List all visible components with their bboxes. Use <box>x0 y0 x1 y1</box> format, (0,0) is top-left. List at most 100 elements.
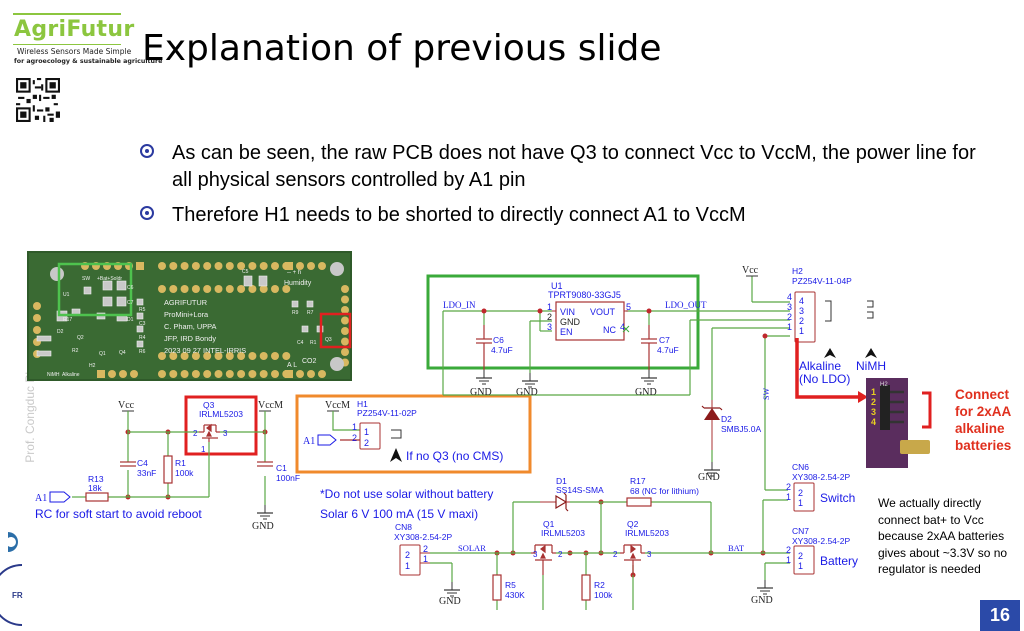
pcb-pad <box>225 370 234 378</box>
pcb-pad <box>169 285 178 293</box>
pcb-smd-parts <box>36 275 324 357</box>
vcc-label: Vcc <box>742 265 759 276</box>
d2-ref: D2 <box>721 414 732 424</box>
r1-value: 100k <box>175 468 194 478</box>
pcb-pad <box>203 352 212 360</box>
gnd-label: GND <box>516 387 538 398</box>
pcb-label: R6 <box>139 349 146 355</box>
cn7-body <box>793 545 815 575</box>
cn7-ref: CN7 <box>792 526 809 536</box>
pcb-pad <box>180 352 189 360</box>
photo-header-label: H2 <box>880 382 888 388</box>
pcb-pad <box>341 337 349 346</box>
connect-note: Connect for 2xAA alkaline batteries <box>955 386 1011 454</box>
pcb-pad <box>259 285 268 293</box>
net-label-solar: SOLAR <box>458 543 486 553</box>
c6-value: 4.7uF <box>491 345 513 355</box>
page-number: 16 <box>980 600 1020 631</box>
pcb-label: R9 <box>292 310 299 316</box>
pcb-label: C4 <box>297 340 304 346</box>
pcb-label: D2 <box>57 329 64 335</box>
gnd-icon <box>640 369 658 385</box>
pcb-label: -- + h <box>287 270 301 276</box>
q1-ref: Q1 <box>543 519 555 529</box>
cn7-label: Battery <box>820 554 858 568</box>
pcb-label: R17 <box>63 317 72 323</box>
cn7-part: XY308-2.54-2P <box>792 536 850 546</box>
pcb-pad <box>225 352 234 360</box>
solar-spec: Solar 6 V 100 mA (15 V maxi) <box>320 507 478 521</box>
pcb-pad <box>341 327 349 335</box>
svg-text:1: 1 <box>799 326 804 336</box>
option-nimh: NiMH <box>856 359 886 373</box>
ldo-wires <box>442 276 790 491</box>
pcb-pad <box>285 262 293 270</box>
cn6-body <box>793 482 815 512</box>
pcb-pad <box>130 370 138 378</box>
cn8-body <box>399 544 421 576</box>
pcb-pad <box>33 302 41 310</box>
c4-symbol <box>120 461 136 467</box>
q3-symbol <box>199 423 220 442</box>
cn6-pin: 1 <box>798 498 803 508</box>
vccm-label: VccM <box>325 400 350 411</box>
a1-label: A1 <box>303 436 315 447</box>
red-arrow-head-icon <box>858 391 868 403</box>
q1-symbol <box>531 544 556 575</box>
vcc-label: Vcc <box>118 400 135 411</box>
pcb-label: D1 <box>127 317 134 323</box>
q3-highlight-box <box>184 395 258 456</box>
connect-note-line: Connect <box>955 387 1009 402</box>
u1-pin-label: NC <box>603 325 616 335</box>
ldo-highlight-box <box>426 274 700 370</box>
pcb-pad <box>341 316 349 325</box>
a1-label: A1 <box>35 493 47 504</box>
pcb-label: R7 <box>307 310 314 316</box>
c1-symbol <box>257 461 273 467</box>
pcb-label: R5 <box>139 307 146 313</box>
partner-logo-ring-icon <box>0 564 23 626</box>
cn6-pin: 2 <box>798 488 803 498</box>
arrow-up-icon <box>824 348 836 358</box>
gnd-label: GND <box>439 596 461 607</box>
pcb-silk-line: JFP, IRD Bondy <box>164 334 216 343</box>
connect-note-line: batteries <box>955 438 1012 453</box>
q3-wires <box>72 411 266 505</box>
pcb-silk-line: 2023 09 27 INTEL-IRRIS <box>164 346 246 355</box>
h2-ref: H2 <box>792 266 803 276</box>
pcb-pad <box>214 285 223 293</box>
side-note: We actually directly connect bat+ to Vcc… <box>878 496 1008 576</box>
h1-ref: H1 <box>357 399 368 409</box>
module-photo: 1 2 3 4 H2 <box>866 378 930 468</box>
pcb-label: R4 <box>139 335 146 341</box>
pcb-pad <box>191 352 200 360</box>
r13-ref: R13 <box>88 474 104 484</box>
u1-pin-label: EN <box>560 327 573 337</box>
gnd-icon <box>256 504 274 520</box>
partner-logo-text: FR <box>12 591 23 600</box>
gnd-icon <box>756 579 774 595</box>
r5-value: 430K <box>505 590 525 600</box>
pcb-pad <box>237 262 246 270</box>
d2-part: SMBJ5.0A <box>721 424 761 434</box>
pcb-label: SW <box>82 276 90 282</box>
pcb-pad <box>158 370 166 378</box>
u1-pin-num: 3 <box>547 322 552 332</box>
pcb-pad <box>33 314 41 322</box>
c1-value: 100nF <box>276 473 300 483</box>
pcb-pad <box>296 370 304 378</box>
r5-ref: R5 <box>505 580 516 590</box>
photo-pin-label: 2 <box>871 397 876 407</box>
pcb-pad <box>307 262 315 270</box>
q1-part: IRLML5203 <box>541 528 585 538</box>
h1-pin: 2 <box>352 433 357 443</box>
solar-warning: *Do not use solar without battery <box>320 487 493 501</box>
r17-value: 68 (NC for lithium) <box>630 486 699 496</box>
option-alkaline: Alkaline <box>799 359 841 373</box>
svg-text:3: 3 <box>799 306 804 316</box>
bracket-icon <box>922 391 932 429</box>
r1-ref: R1 <box>175 458 186 468</box>
pcb-pad <box>285 370 293 378</box>
r13-value: 18k <box>88 483 102 493</box>
pcb-pad <box>169 262 178 270</box>
